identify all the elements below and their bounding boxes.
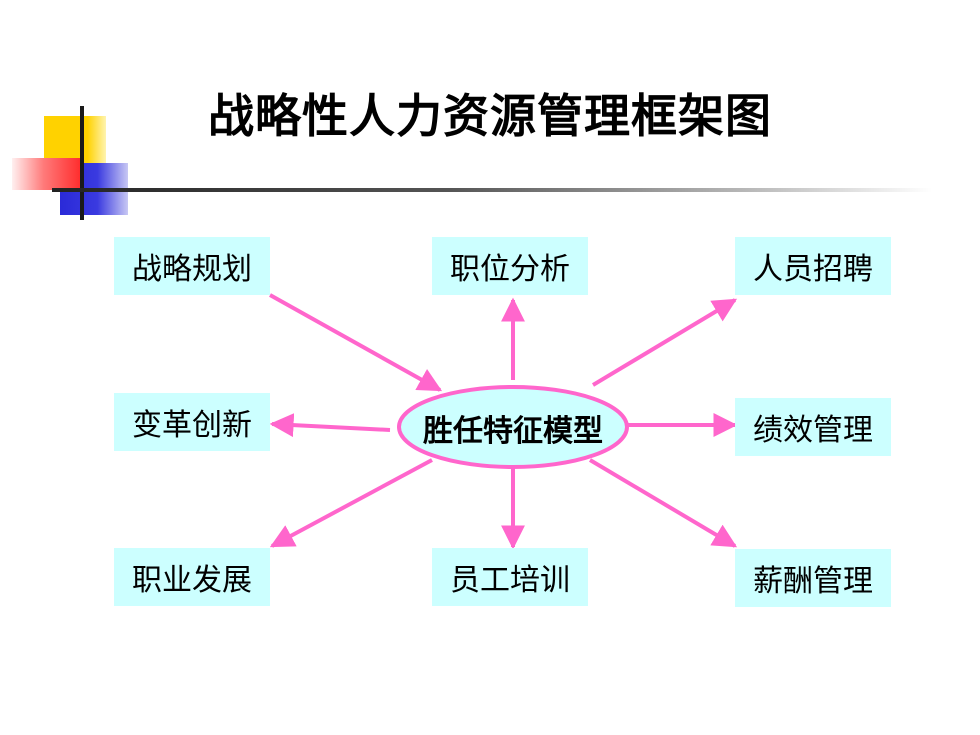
- page-title: 战略性人力资源管理框架图: [208, 89, 772, 143]
- center-node-competency-model: 胜任特征模型: [423, 414, 603, 449]
- arrow-center-to-recruitment: [591, 298, 738, 387]
- node-compensation-management: 薪酬管理: [735, 549, 891, 607]
- decor-vertical-line: [80, 106, 84, 220]
- node-career-development: 职业发展: [114, 548, 270, 606]
- title-underline: [52, 188, 932, 192]
- arrow-strategy-to-center: [269, 293, 443, 392]
- node-change-innovation: 变革创新: [114, 393, 270, 451]
- node-performance-management: 绩效管理: [735, 398, 891, 456]
- arrow-center-to-compensation: [588, 458, 738, 548]
- arrow-center-to-career: [269, 458, 433, 548]
- center-ellipse: [397, 385, 629, 469]
- decor-red-bar: [12, 158, 82, 190]
- node-strategy-planning: 战略规划: [114, 237, 270, 295]
- node-recruitment: 人员招聘: [735, 237, 891, 295]
- arrow-center-to-change: [269, 413, 391, 438]
- node-employee-training: 员工培训: [432, 548, 588, 606]
- node-job-analysis: 职位分析: [432, 237, 588, 295]
